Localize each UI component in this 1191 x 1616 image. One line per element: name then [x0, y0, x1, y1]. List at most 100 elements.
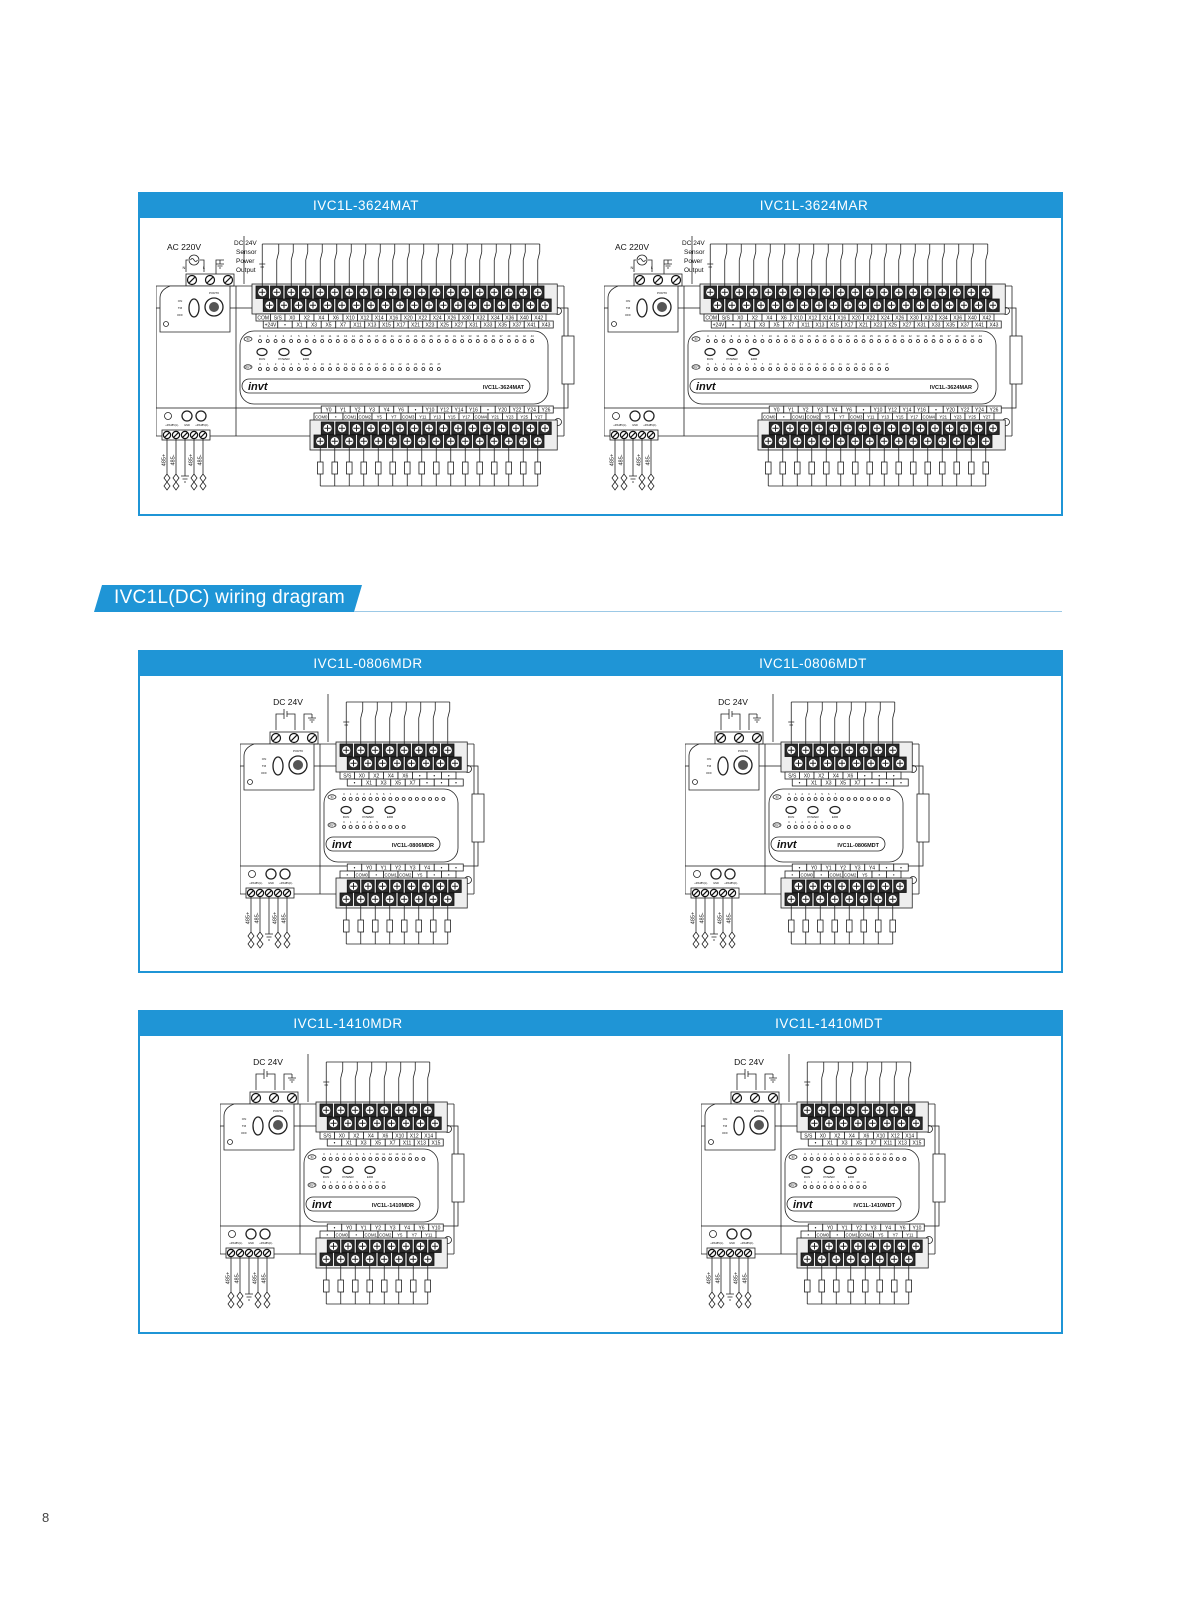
- mode-switch: [733, 1116, 745, 1136]
- terminal-screw: [339, 892, 353, 906]
- sensor-label: Sensor: [684, 249, 705, 256]
- output-load: [982, 461, 989, 475]
- terminal-label: •: [893, 774, 895, 780]
- err-label: ERR: [367, 1175, 374, 1179]
- terminal-label: X33: [484, 323, 493, 329]
- out-led: [809, 1185, 814, 1189]
- out-led: [328, 1185, 333, 1189]
- input-switch: [850, 1062, 854, 1104]
- brand-logo: invt: [312, 1199, 333, 1211]
- terminal-screw: [812, 421, 826, 435]
- terminal-label: X32: [924, 316, 933, 322]
- in-label: IN: [311, 1155, 314, 1159]
- screw-slot: [541, 302, 549, 309]
- screw-slot: [252, 1094, 260, 1102]
- in-led-label: 21: [391, 334, 394, 338]
- out-led: [429, 367, 434, 371]
- screw-slot: [366, 1107, 373, 1114]
- out-led: [390, 367, 395, 371]
- terminal-screw: [320, 421, 335, 435]
- rs485-wire: [638, 439, 646, 491]
- out-led: [706, 367, 710, 371]
- terminal-label: X34: [939, 316, 948, 322]
- out-led-label: 4: [370, 820, 372, 824]
- input-switch: [418, 702, 422, 744]
- in-led: [390, 339, 395, 343]
- in-led: [813, 797, 818, 801]
- screw-slot: [350, 760, 357, 767]
- out-led-label: 20: [831, 362, 834, 366]
- in-led-label: 5: [837, 1152, 839, 1156]
- terminal-screw: [412, 743, 426, 757]
- out-led-label: 24: [862, 362, 865, 366]
- screw-slot: [720, 890, 726, 896]
- out-indicator: [243, 364, 253, 370]
- rs485-wire-label: 485-: [171, 454, 177, 465]
- mount-hole: [708, 1139, 714, 1145]
- in-led: [902, 1157, 907, 1161]
- in-led-label: 36: [492, 334, 495, 338]
- out-led-label: 27: [885, 362, 888, 366]
- terminal-label: X1: [296, 323, 302, 329]
- brand-logo: invt: [248, 381, 269, 393]
- in-led: [281, 339, 286, 343]
- rs485-1-label: +RS485(1)-: [229, 1241, 243, 1245]
- in-led: [322, 1157, 326, 1161]
- in-led-label: 24: [862, 334, 865, 338]
- rs485-wire: [708, 1257, 716, 1309]
- output-load: [415, 919, 422, 933]
- output-load: [891, 1279, 898, 1293]
- rs485-1-label: +RS485(1)-: [249, 881, 263, 885]
- screw-slot: [753, 734, 761, 742]
- out-led: [421, 367, 426, 371]
- terminal-label: X14: [424, 1134, 433, 1140]
- terminal-screw: [842, 743, 856, 757]
- port0-pins: [754, 1120, 764, 1130]
- power-wire: [736, 1069, 773, 1090]
- output-load: [823, 461, 830, 475]
- in-led-label: 6: [363, 1152, 365, 1156]
- terminal-screw: [957, 421, 971, 435]
- in-led-label: 15: [409, 1152, 412, 1156]
- terminal-label: Y1: [340, 408, 346, 414]
- terminal-screw: [421, 1103, 435, 1117]
- terminal-label: Y3: [409, 866, 415, 872]
- screw-slot: [331, 289, 338, 296]
- in-led: [304, 339, 309, 343]
- in-led: [421, 1157, 426, 1161]
- out-led-label: 20: [383, 362, 386, 366]
- screw-slot: [867, 760, 875, 767]
- out-led: [846, 825, 851, 829]
- terminal-label: X7: [870, 1141, 876, 1147]
- terminal-label: X3: [311, 323, 317, 329]
- out-led: [760, 367, 765, 371]
- screw-slot: [372, 896, 379, 903]
- screw-slot: [811, 1243, 818, 1250]
- in-led: [970, 339, 975, 343]
- in-led-label: 3: [343, 1152, 345, 1156]
- run-label: RUN: [707, 357, 714, 361]
- in-led: [806, 797, 811, 801]
- screw-slot: [317, 289, 324, 296]
- terminal-screw: [864, 879, 878, 893]
- screw-slot: [393, 760, 401, 767]
- out-led: [826, 825, 831, 829]
- terminal-screw: [436, 298, 451, 312]
- out-led-label: 1: [267, 362, 269, 366]
- terminal-screw: [813, 892, 827, 906]
- terminal-label: Y11: [425, 1233, 433, 1238]
- in-led: [846, 339, 850, 343]
- screw-slot: [188, 276, 196, 284]
- terminal-screw: [855, 298, 870, 312]
- terminal-screw: [335, 421, 349, 435]
- screw-slot: [869, 1243, 876, 1250]
- screw-slot: [381, 1256, 388, 1263]
- in-led: [368, 1157, 373, 1161]
- terminal-screw: [878, 879, 893, 893]
- terminal-screw: [834, 434, 848, 448]
- out-led-label: 10: [321, 362, 324, 366]
- terminal-screw: [799, 892, 813, 906]
- screw-slot: [337, 1107, 344, 1114]
- terminal-label: Y20: [498, 408, 507, 414]
- terminal-label: COM2: [379, 1233, 392, 1238]
